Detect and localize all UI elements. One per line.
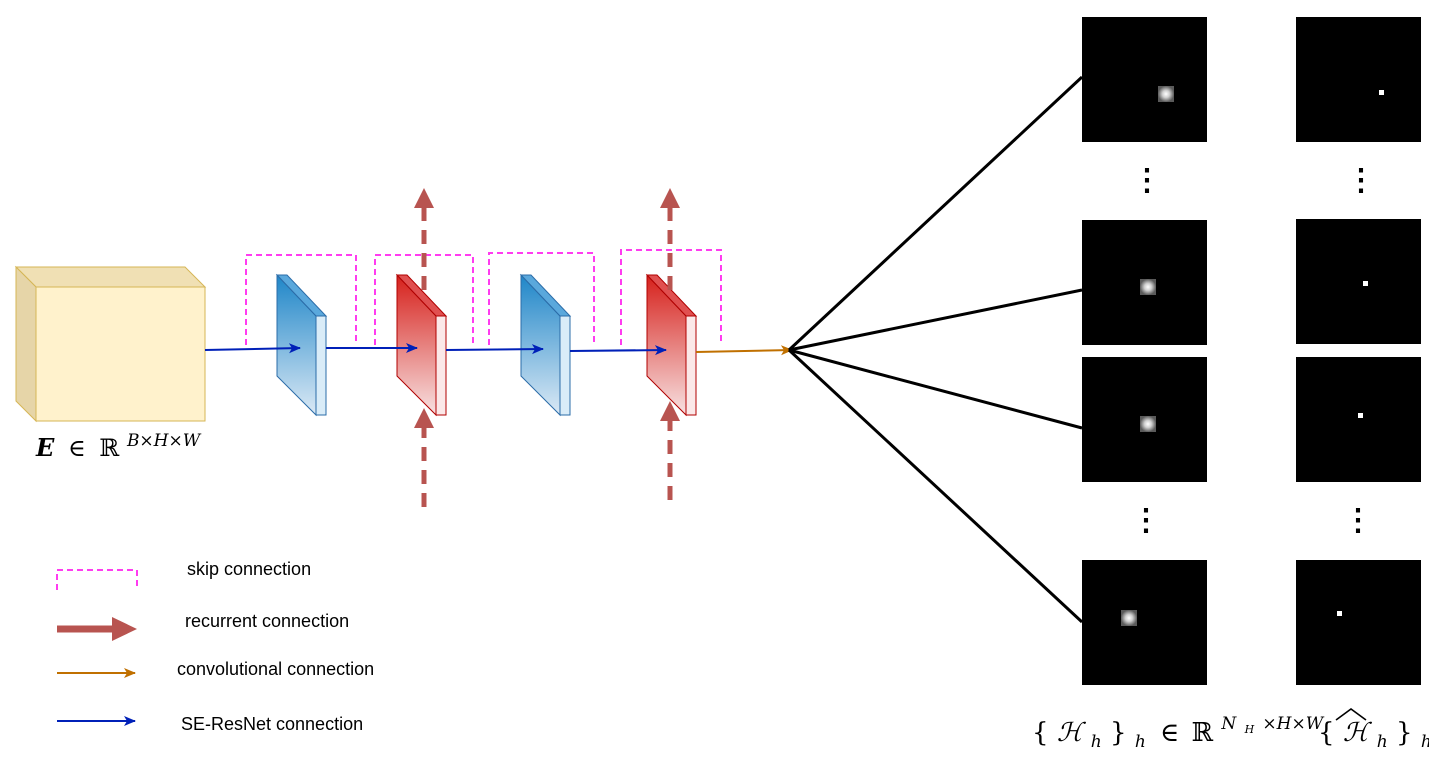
heatmap-4 <box>1082 560 1207 685</box>
fanout-line-2 <box>788 288 1083 352</box>
wide-hat <box>1335 708 1367 721</box>
binary-map-4 <box>1296 560 1421 685</box>
heatmap-4-peak <box>1121 610 1137 626</box>
legend-se-label: SE-ResNet connection <box>181 714 363 734</box>
skip-connection-1 <box>245 254 357 345</box>
fanout-lines <box>787 75 1084 624</box>
se-arrow-4 <box>569 345 667 356</box>
skip-connections <box>245 249 722 345</box>
ellipsis-binary-bottom: ⋮ <box>1343 503 1373 538</box>
se-arrow-3 <box>445 344 544 355</box>
input-tensor-box <box>14 265 207 423</box>
se-resnet-connections <box>204 343 667 356</box>
se-resnet-block-2 <box>519 273 572 417</box>
legend: skip connection recurrent connection con… <box>56 559 374 734</box>
heatmap-1-peak <box>1158 86 1174 102</box>
binary-map-3 <box>1296 357 1421 482</box>
se-arrow-1 <box>204 343 301 354</box>
binary-set-label: { ℋ h } h <box>1318 708 1429 754</box>
binary-map-1 <box>1296 17 1421 142</box>
legend-conv-label: convolutional connection <box>177 659 374 679</box>
fanout-line-1 <box>787 75 1084 352</box>
heatmap-column <box>1082 17 1207 685</box>
binary-map-2 <box>1296 219 1421 344</box>
binary-map-2-peak <box>1363 281 1368 286</box>
legend-skip-swatch <box>56 569 138 590</box>
skip-connection-3 <box>488 252 595 345</box>
recurrent-block-1 <box>395 273 448 417</box>
conv-arrow <box>695 345 793 356</box>
binary-map-column <box>1296 17 1421 685</box>
ellipses: ⋮ ⋮ ⋮ ⋮ <box>1131 163 1376 538</box>
heatmap-3-peak <box>1140 416 1156 432</box>
binary-map-4-peak <box>1337 611 1342 616</box>
heatmap-2-peak <box>1140 279 1156 295</box>
heatmap-1 <box>1082 17 1207 142</box>
fanout-line-3 <box>788 348 1083 430</box>
ellipsis-binary-top: ⋮ <box>1346 163 1376 198</box>
recurrent-arrows <box>414 188 680 507</box>
heatmap-set-label: { ℋ h } h ∈ ℝ N H ×H×W <box>1032 706 1325 754</box>
svg-text:{ ℋ h }: { ℋ h } h <box>1318 718 1429 754</box>
binary-map-3-peak <box>1358 413 1363 418</box>
se-resnet-block-1 <box>275 273 328 417</box>
input-label: E ∈ ℝ B×H×W <box>35 431 202 462</box>
legend-skip-label: skip connection <box>187 559 311 579</box>
binary-map-1-peak <box>1379 90 1384 95</box>
recurrent-block-2 <box>645 273 698 417</box>
ellipsis-heatmap-bottom: ⋮ <box>1131 503 1161 538</box>
skip-connection-2 <box>374 254 474 345</box>
skip-connection-4 <box>620 249 722 345</box>
fanout-line-4 <box>787 348 1084 624</box>
legend-recurrent-label: recurrent connection <box>185 611 349 631</box>
ellipsis-heatmap-top: ⋮ <box>1132 163 1162 198</box>
